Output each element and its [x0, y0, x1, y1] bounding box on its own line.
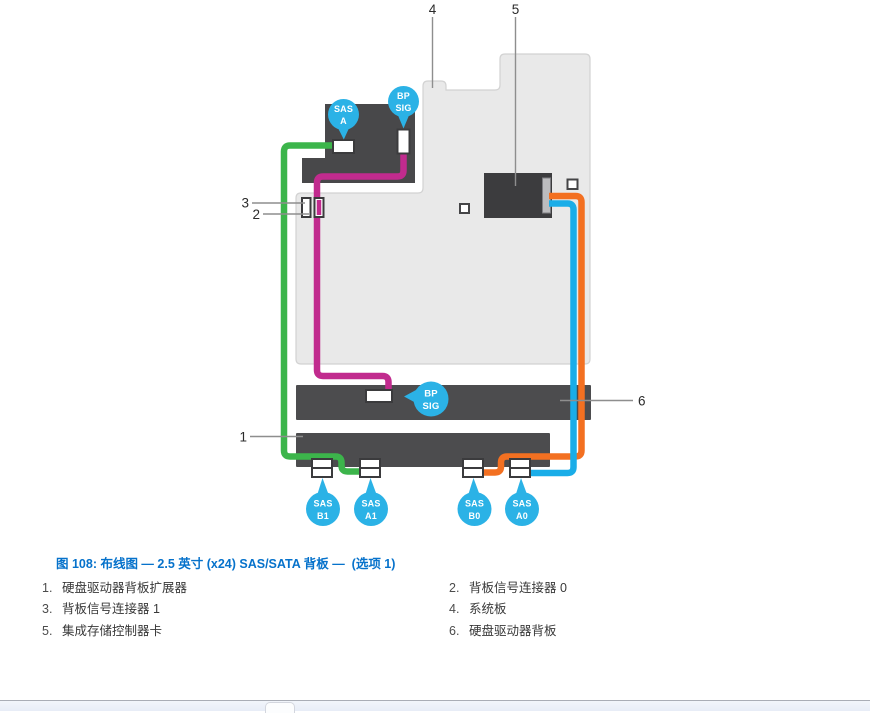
system-board	[295, 53, 591, 365]
bp-sig-mid-callout-icon: BP SIG	[404, 381, 449, 417]
bottom-toolbar	[0, 700, 870, 713]
legend-label: 硬盘驱动器背板	[469, 623, 557, 638]
svg-text:B0: B0	[469, 511, 481, 521]
bp-sig-top-callout-icon: BP SIG	[388, 86, 419, 129]
sas-b0-callout-icon: SAS B0	[457, 478, 492, 526]
svg-text:A: A	[340, 116, 347, 126]
board-hole	[566, 178, 579, 190]
svg-text:SIG: SIG	[423, 401, 440, 412]
legend-number: 1.	[42, 581, 53, 595]
sas-a-cable	[280, 142, 362, 475]
sas-a0-cable	[528, 200, 577, 477]
legend-item-6: 6. 硬盘驱动器背板	[449, 621, 870, 642]
svg-text:SAS: SAS	[512, 499, 531, 509]
svg-text:A1: A1	[365, 511, 377, 521]
backplane-signal-connector-1	[301, 197, 312, 218]
sas-b0-connector	[462, 458, 484, 478]
legend-item-2: 2. 背板信号连接器 0	[449, 578, 870, 599]
callout-number-3: 3	[241, 196, 249, 211]
figure-caption: 图 108: 布线图 — 2.5 英寸 (x24) SAS/SATA 背板 — …	[56, 557, 396, 571]
svg-text:SIG: SIG	[395, 103, 411, 113]
legend-label: 背板信号连接器 1	[62, 602, 160, 617]
storage-controller-card	[484, 173, 552, 218]
sas-a0-callout-icon: SAS A0	[505, 478, 539, 526]
svg-text:B1: B1	[317, 511, 329, 521]
legend-item-4: 4. 系统板	[449, 599, 870, 620]
svg-text:SAS: SAS	[465, 499, 484, 509]
svg-text:BP: BP	[397, 91, 410, 101]
board-hole	[459, 203, 470, 214]
callout-number-1: 1	[239, 430, 247, 445]
legend-label: 硬盘驱动器背板扩展器	[62, 581, 188, 595]
svg-text:SAS: SAS	[361, 499, 380, 509]
callout-number-5: 5	[512, 2, 520, 17]
bp-sig-cable	[313, 150, 407, 391]
legend-label: 背板信号连接器 0	[469, 581, 567, 595]
svg-text:SAS: SAS	[334, 104, 353, 114]
legend-item-3: 3. 背板信号连接器 1	[42, 599, 449, 620]
svg-text:SAS: SAS	[313, 499, 332, 509]
legend-number: 5.	[42, 623, 53, 638]
sas-a0-connector	[509, 458, 531, 478]
callout-number-4: 4	[429, 2, 437, 17]
legend-label: 系统板	[469, 602, 507, 617]
legend-number: 6.	[449, 623, 460, 638]
legend-item-1: 1. 硬盘驱动器背板扩展器	[42, 578, 449, 599]
toolbar-tab[interactable]	[265, 702, 295, 713]
legend-number: 3.	[42, 602, 53, 617]
bp-sig-connector-backplane	[365, 389, 393, 403]
sas-a-connector	[332, 139, 355, 154]
expander-card	[302, 104, 415, 183]
sas-b1-connector	[311, 458, 333, 478]
callout-number-2: 2	[252, 207, 260, 222]
legend-number: 2.	[449, 581, 460, 595]
sas-b1-callout-icon: SAS B1	[306, 478, 340, 526]
sas-b0-cable	[481, 192, 585, 476]
figure-legend: 1. 硬盘驱动器背板扩展器 2. 背板信号连接器 0 3. 背板信号连接器 1 4. 系…	[0, 578, 870, 642]
svg-text:A0: A0	[516, 511, 528, 521]
sas-a-callout-icon: SAS A	[328, 99, 359, 140]
sas-a1-callout-icon: SAS A1	[354, 478, 388, 526]
legend-item-5: 5. 集成存储控制器卡	[42, 621, 449, 642]
svg-text:BP: BP	[424, 389, 438, 400]
callout-number-6: 6	[638, 394, 646, 409]
bp-sig-connector-top	[396, 128, 411, 155]
cabling-diagram: 1 2 3 4 5 6 SAS A BP SIG BP SIG SAS B1 S…	[239, 2, 646, 526]
legend-label: 集成存储控制器卡	[62, 623, 163, 638]
sas-a1-connector	[359, 458, 381, 478]
legend-number: 4.	[449, 602, 460, 617]
